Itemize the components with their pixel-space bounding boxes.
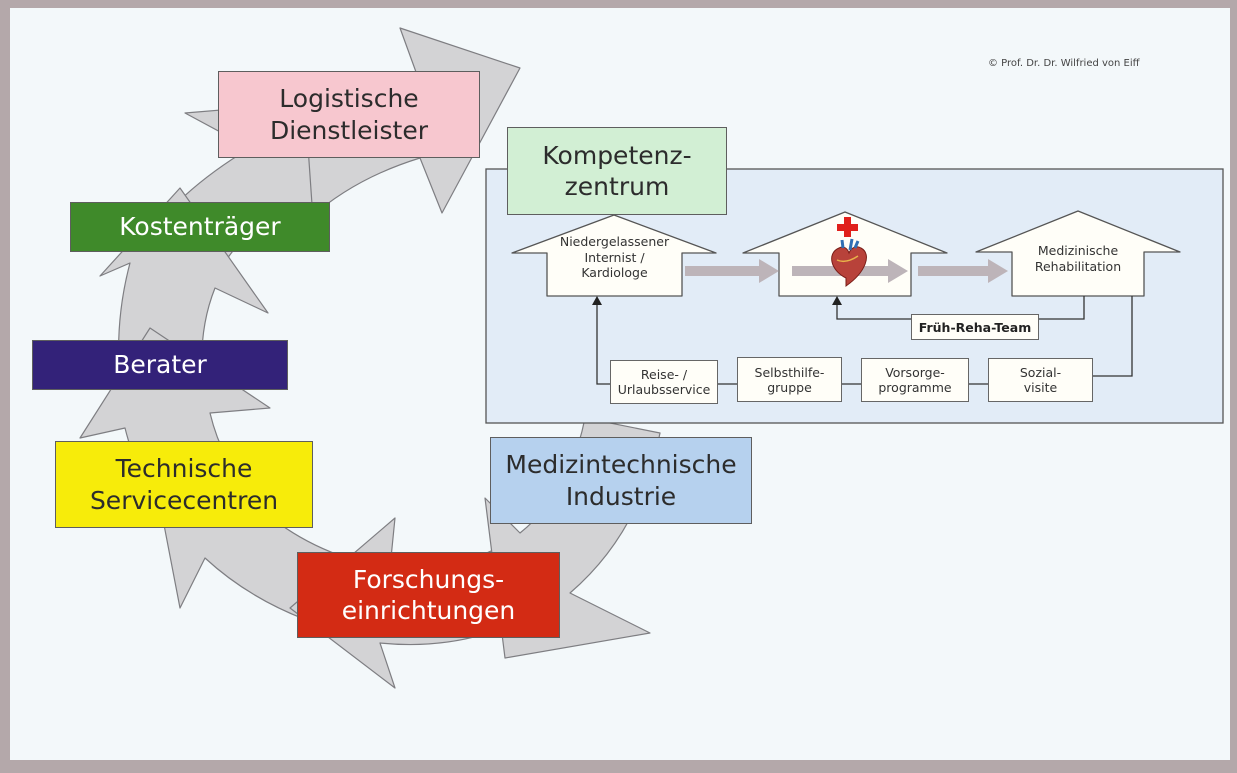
service-label: Reise- / Urlaubsservice [617,367,711,397]
fruh-reha-team-box: Früh-Reha-Team [911,314,1039,340]
box-logistische-dienstleister: Logistische Dienstleister [218,71,480,158]
box-label: Kompetenz- zentrum [542,140,692,201]
box-label: Forschungs- einrichtungen [341,564,516,625]
service-box-selbsthilfe: Selbsthilfe- gruppe [737,357,842,402]
box-forschungseinrichtungen: Forschungs- einrichtungen [297,552,560,638]
box-kompetenzzentrum: Kompetenz- zentrum [507,127,727,215]
box-label: Technische Servicecentren [89,454,279,515]
services-to-rehab-connector [1093,296,1133,377]
box-label: Kostenträger [119,212,281,242]
service-box-sozialvisite: Sozial- visite [988,358,1093,402]
box-medizintechnische-industrie: Medizintechnische Industrie [490,437,752,524]
box-berater: Berater [32,340,288,390]
house-label-rehab: Medizinische Rehabilitation [1034,243,1122,274]
services-to-practitioner-connector [596,302,610,385]
service-label: Selbsthilfe- gruppe [754,364,825,395]
arrow-to-hospital [685,259,779,283]
heart-icon [831,238,867,287]
service-box-reise: Reise- / Urlaubsservice [610,360,718,404]
house-rehab [975,210,1181,297]
box-label: Logistische Dienstleister [269,84,428,145]
box-label: Berater [113,350,207,380]
box-label: Medizintechnische Industrie [505,450,737,511]
connector-arrowheads [592,296,842,305]
service-label: Sozial- visite [1019,365,1062,395]
red-cross-icon [837,217,858,237]
box-technische-servicecentren: Technische Servicecentren [55,441,313,528]
box-kostentraeger: Kostenträger [70,202,330,252]
service-label: Vorsorge- programme [878,365,952,395]
copyright-text: © Prof. Dr. Dr. Wilfried von Eiff [988,58,1140,69]
house-practitioner [511,214,717,297]
fruh-reha-team-label: Früh-Reha-Team [918,319,1032,335]
arrow-to-rehab [918,259,1008,283]
house-label-practitioner: Niedergelassener Internist / Kardiologe [559,234,670,281]
diagram-canvas: © Prof. Dr. Dr. Wilfried von Eiff Logist… [10,8,1230,760]
service-box-vorsorge: Vorsorge- programme [861,358,969,402]
